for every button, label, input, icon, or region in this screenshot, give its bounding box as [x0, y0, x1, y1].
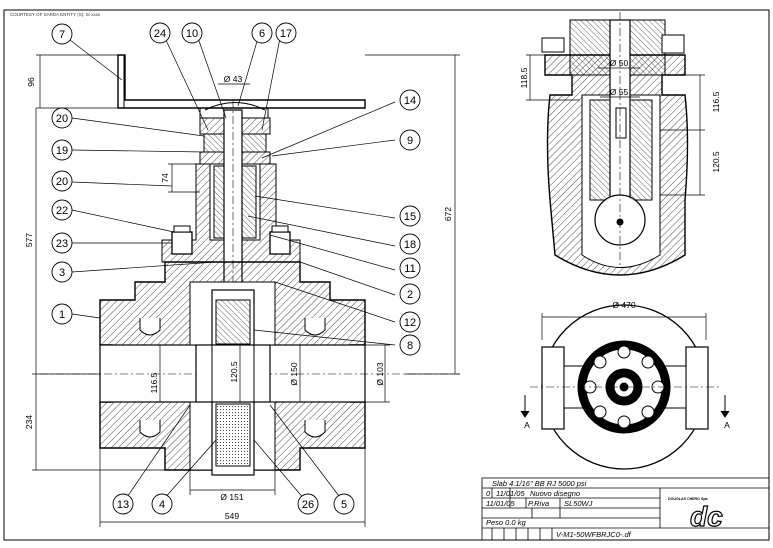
callout-13: 13 [112, 493, 134, 515]
tb-weight: Peso 0.0 kg [486, 518, 526, 527]
section-view [40, 54, 460, 476]
dim-d151: Ø 151 [220, 492, 243, 502]
dim-d150: Ø 150 [289, 362, 299, 385]
svg-text:18: 18 [404, 239, 416, 251]
callout-3: 3 [51, 261, 73, 283]
section-label-a-left: A [524, 420, 530, 430]
callout-14: 14 [399, 89, 421, 111]
side-section-view [526, 12, 705, 276]
svg-text:26: 26 [302, 499, 314, 511]
callout-17: 17 [275, 22, 297, 44]
svg-text:11: 11 [404, 263, 415, 275]
tb-description: Slab 4.1/16" BB RJ 5000 psi [492, 479, 587, 488]
tb-drawing-number: V-M1-50WFBRJC0-.df [556, 530, 632, 539]
callouts: 7 24 10 6 17 20 14 19 9 20 22 15 23 18 3… [51, 22, 421, 515]
callout-7: 7 [51, 23, 73, 45]
callout-19: 19 [51, 139, 73, 161]
callout-2: 2 [399, 283, 421, 305]
side-dimension-texts: 118.5 Ø 50 Ø 55 116.5 120.5 [519, 58, 721, 173]
reference-note: COURTESY OF SARDA ENTITY (S): S/ xxxx [10, 12, 101, 17]
dim-118-5: 118.5 [519, 67, 529, 88]
dim-577: 577 [24, 233, 34, 247]
tb-checked: P.Riva [528, 499, 549, 508]
callout-1: 1 [51, 303, 73, 325]
svg-text:5: 5 [341, 499, 347, 511]
svg-text:15: 15 [404, 211, 416, 223]
svg-text:19: 19 [56, 145, 68, 157]
callout-8: 8 [399, 334, 421, 356]
callout-9: 9 [399, 129, 421, 151]
svg-text:23: 23 [56, 238, 68, 250]
top-view [520, 304, 730, 470]
svg-text:2: 2 [407, 289, 413, 301]
svg-text:24: 24 [154, 28, 166, 40]
svg-text:20: 20 [56, 176, 68, 188]
callout-11: 11 [399, 257, 421, 279]
callout-12: 12 [399, 311, 421, 333]
dim-120-5-right: 120.5 [711, 151, 721, 173]
svg-text:1: 1 [59, 309, 65, 321]
tb-rev-date: 11/01/05 [496, 489, 525, 498]
sheet-border [3, 9, 770, 541]
callout-15: 15 [399, 205, 421, 227]
svg-text:8: 8 [407, 340, 413, 352]
svg-text:6: 6 [259, 28, 265, 40]
title-block [481, 477, 770, 541]
dim-234: 234 [24, 415, 34, 429]
dim-116-5-left: 116.5 [149, 372, 159, 393]
dim-120-5-left: 120.5 [229, 361, 239, 383]
dim-96: 96 [26, 77, 36, 87]
svg-text:7: 7 [59, 29, 65, 41]
svg-text:20: 20 [56, 113, 68, 125]
dim-74: 74 [160, 173, 170, 183]
tb-date: 11/01/05 [486, 499, 515, 508]
svg-text:17: 17 [280, 28, 292, 40]
dimension-texts: Ø 43 96 577 672 74 234 116.5 120.5 Ø 150… [24, 74, 453, 521]
svg-text:dc: dc [690, 501, 723, 532]
dim-549: 549 [225, 511, 239, 521]
svg-text:DOUGLAS CHERO Spa: DOUGLAS CHERO Spa [668, 497, 709, 501]
callout-5: 5 [333, 493, 355, 515]
dim-d55: Ø 55 [610, 87, 629, 97]
callout-22: 22 [51, 199, 73, 221]
callout-24: 24 [149, 22, 171, 44]
svg-text:22: 22 [56, 205, 68, 217]
svg-text:14: 14 [404, 95, 416, 107]
svg-text:13: 13 [117, 499, 129, 511]
company-logo: DOUGLAS CHERO Spa dc [668, 497, 724, 533]
svg-text:9: 9 [407, 135, 413, 147]
dim-d103: Ø 103 [375, 362, 385, 385]
svg-text:10: 10 [186, 28, 198, 40]
callout-4: 4 [151, 493, 173, 515]
dim-d43: Ø 43 [224, 74, 243, 84]
dimension-lines [32, 37, 460, 527]
callout-23: 23 [51, 232, 73, 254]
tb-code: SL50WJ [564, 499, 593, 508]
tb-rev: 0 [486, 489, 491, 498]
callout-20a: 20 [51, 107, 73, 129]
svg-text:3: 3 [59, 267, 65, 279]
svg-text:4: 4 [159, 499, 165, 511]
dim-116-5-right: 116.5 [711, 91, 721, 112]
callout-10: 10 [181, 22, 203, 44]
callout-6: 6 [251, 22, 273, 44]
callout-26: 26 [297, 493, 319, 515]
callout-20b: 20 [51, 170, 73, 192]
dim-672: 672 [443, 207, 453, 221]
callout-18: 18 [399, 233, 421, 255]
section-label-a-right: A [724, 420, 730, 430]
dim-d470: Ø 470 [612, 300, 635, 310]
dim-d50: Ø 50 [610, 58, 629, 68]
tb-rev-desc: Nuovo disegno [530, 489, 580, 498]
svg-text:12: 12 [404, 317, 416, 329]
